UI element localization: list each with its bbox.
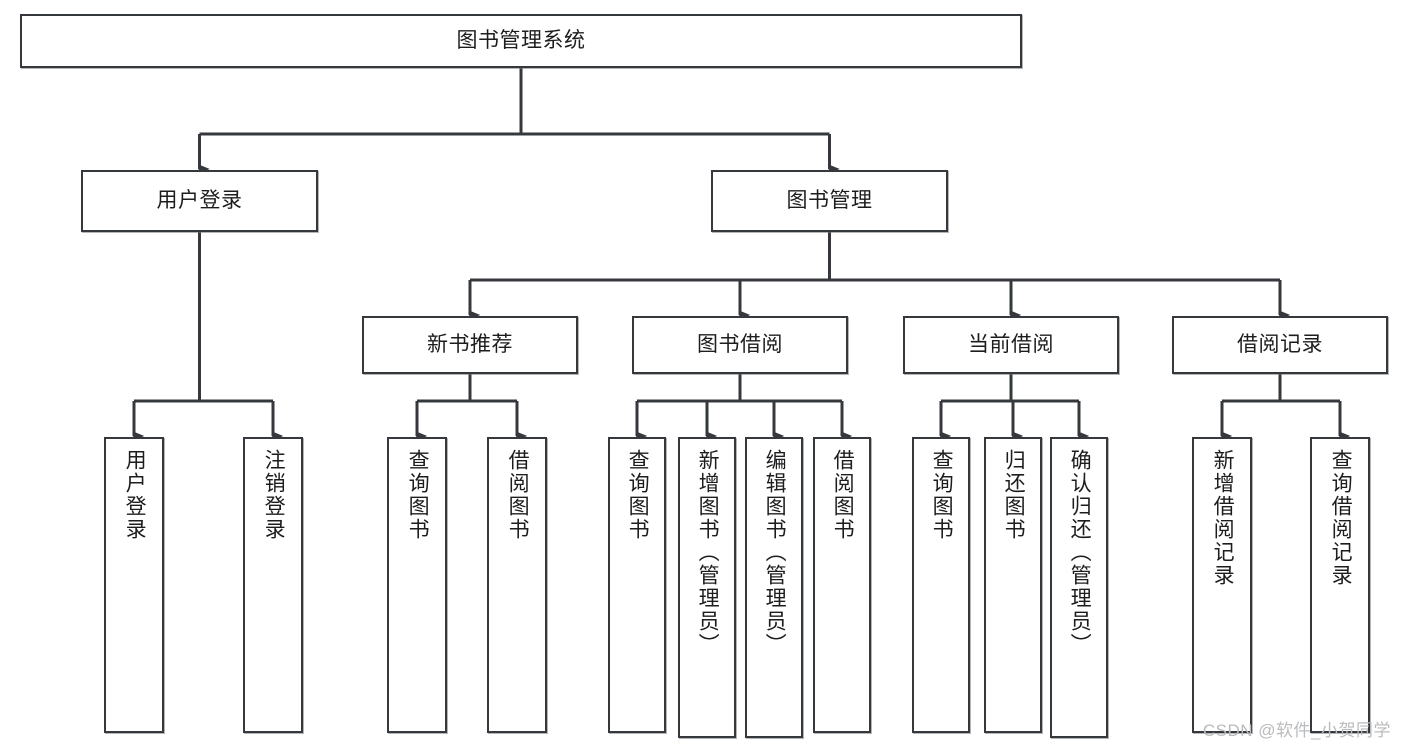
node-leaf-borrow-edit-book-label: 编辑图书（管理员） xyxy=(763,449,787,656)
node-leaf-current-confirm-return-label: 确认归还（管理员） xyxy=(1068,449,1092,656)
node-book-management[interactable]: 图书管理 xyxy=(711,170,948,232)
node-leaf-record-add[interactable]: 新增借阅记录 xyxy=(1192,437,1252,733)
node-leaf-newbook-query-label: 查询图书 xyxy=(406,449,430,541)
node-root-label: 图书管理系统 xyxy=(456,28,586,52)
node-leaf-user-logout[interactable]: 注销登录 xyxy=(243,437,303,733)
node-leaf-newbook-query[interactable]: 查询图书 xyxy=(387,437,447,733)
node-leaf-current-confirm-return[interactable]: 确认归还（管理员） xyxy=(1050,437,1108,738)
node-leaf-borrow-borrow-book[interactable]: 借阅图书 xyxy=(813,437,871,733)
node-user-login-label: 用户登录 xyxy=(156,188,243,212)
node-new-book-recommend[interactable]: 新书推荐 xyxy=(362,316,578,374)
node-current-borrow[interactable]: 当前借阅 xyxy=(903,316,1119,374)
node-leaf-newbook-borrow-label: 借阅图书 xyxy=(506,449,530,541)
node-leaf-record-add-label: 新增借阅记录 xyxy=(1211,449,1235,587)
node-leaf-borrow-query-label: 查询图书 xyxy=(626,449,650,541)
node-leaf-borrow-query[interactable]: 查询图书 xyxy=(608,437,666,733)
node-new-book-recommend-label: 新书推荐 xyxy=(427,332,513,356)
node-leaf-current-return-label: 归还图书 xyxy=(1002,449,1026,541)
node-current-borrow-label: 当前借阅 xyxy=(968,332,1054,356)
node-borrow-record-label: 借阅记录 xyxy=(1237,332,1323,356)
node-leaf-current-return[interactable]: 归还图书 xyxy=(984,437,1042,733)
node-leaf-record-query[interactable]: 查询借阅记录 xyxy=(1310,437,1370,733)
node-borrow-record[interactable]: 借阅记录 xyxy=(1172,316,1388,374)
node-book-management-label: 图书管理 xyxy=(786,188,873,212)
node-leaf-newbook-borrow[interactable]: 借阅图书 xyxy=(487,437,547,733)
node-user-login[interactable]: 用户登录 xyxy=(81,170,318,232)
node-root[interactable]: 图书管理系统 xyxy=(20,14,1022,68)
node-leaf-record-query-label: 查询借阅记录 xyxy=(1329,449,1353,587)
node-leaf-borrow-borrow-book-label: 借阅图书 xyxy=(831,449,855,541)
node-leaf-user-login-label: 用户登录 xyxy=(123,449,147,541)
node-leaf-borrow-add-book[interactable]: 新增图书（管理员） xyxy=(678,437,736,738)
node-leaf-user-logout-label: 注销登录 xyxy=(262,449,286,541)
node-leaf-current-query-label: 查询图书 xyxy=(930,449,954,541)
node-leaf-borrow-add-book-label: 新增图书（管理员） xyxy=(696,449,720,656)
node-leaf-current-query[interactable]: 查询图书 xyxy=(912,437,970,733)
node-leaf-user-login[interactable]: 用户登录 xyxy=(104,437,164,733)
node-book-borrow[interactable]: 图书借阅 xyxy=(632,316,848,374)
csdn-watermark: CSDN @软件_小贺同学 xyxy=(1202,721,1391,740)
node-leaf-borrow-edit-book[interactable]: 编辑图书（管理员） xyxy=(745,437,803,738)
node-book-borrow-label: 图书借阅 xyxy=(697,332,783,356)
